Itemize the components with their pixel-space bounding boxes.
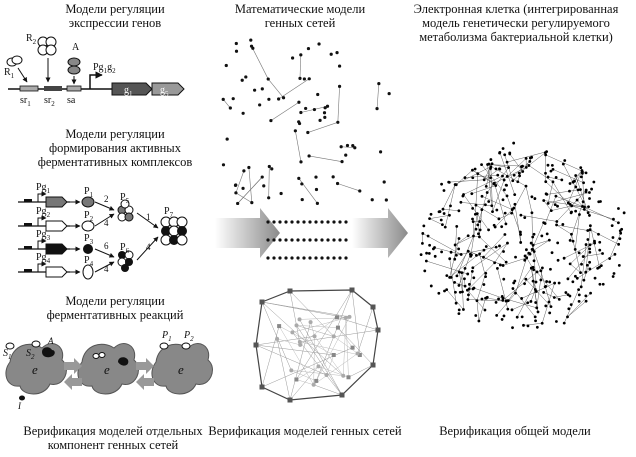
caption-line: формирования активных: [49, 141, 181, 155]
protein-p3: [83, 244, 93, 254]
enzyme-reaction-panel: [5, 340, 213, 401]
label-p6: P6: [120, 242, 130, 255]
enzyme-complex-panel: [18, 191, 188, 280]
label-p1: P1: [84, 186, 94, 199]
label-sa: sa: [67, 95, 76, 106]
label-sr2: sr2: [44, 95, 55, 108]
label-g5: g5: [160, 85, 169, 98]
caption-electronic-cell: Электронная клетка (интегрированная моде…: [400, 2, 632, 44]
stoich-label: 1: [146, 212, 151, 222]
label-enzyme: e: [178, 362, 184, 377]
label-activator: A: [47, 336, 54, 346]
caption-line: компонент генных сетей: [47, 438, 179, 452]
complex-p5-icon: [117, 199, 134, 222]
protein-p1: [81, 196, 95, 208]
label-inhibitor: I: [17, 401, 22, 411]
caption-line: ферментативных реакций: [46, 308, 184, 322]
electronic-cell-network: [419, 141, 626, 330]
protein-p2: [81, 220, 95, 232]
caption-line: Модели регуляции: [65, 127, 165, 141]
flow-arrow-left: [215, 208, 280, 258]
caption-line: метаболизма бактериальной клетки): [419, 30, 613, 44]
equilibrium-arrow: [64, 358, 82, 374]
label-pg2: Pg2: [36, 206, 51, 219]
flow-arrow-right: [352, 208, 408, 258]
label-r1: R1: [4, 67, 15, 80]
label-a: A: [72, 42, 80, 53]
label-enzyme: e: [104, 362, 110, 377]
caption-verify-networks: Верификация моделей генных сетей: [208, 424, 402, 438]
site-sr1: [19, 85, 39, 92]
label-s2: S2: [26, 348, 35, 361]
product-p1: [159, 342, 169, 350]
label-g1: g1: [124, 85, 133, 98]
protein-p4: [82, 264, 94, 280]
dotted-separators: [266, 220, 348, 260]
stoich-label: 6: [104, 241, 109, 251]
promoter-arrow-icon: [89, 71, 103, 89]
label-pg4: Pg4: [36, 252, 51, 265]
caption-line: генных сетей: [264, 16, 336, 30]
repressor-r2-icon: [37, 36, 57, 56]
stoich-label: 4: [104, 264, 109, 274]
equilibrium-arrow: [136, 374, 154, 390]
label-p3: P3: [84, 233, 94, 246]
operon-row-4: [18, 261, 70, 278]
caption-gene-expression: Модели регуляции экспрессии генов: [30, 2, 200, 30]
label-pg1g2: Pg1g2: [93, 62, 116, 75]
operon-row-1: [18, 191, 70, 208]
caption-line: Модели регуляции: [65, 2, 165, 16]
caption-reactions: Модели регуляции ферментативных реакций: [20, 294, 210, 322]
caption-line: модель генетически регулируемого: [422, 16, 610, 30]
label-sr1: sr1: [20, 95, 31, 108]
activator-molecule: [42, 347, 55, 358]
caption-math-models: Математические модели генных сетей: [215, 2, 385, 30]
equilibrium-arrow: [136, 358, 154, 374]
network-graph-bottom: [253, 287, 381, 403]
caption-line: ферментативных комплексов: [37, 155, 193, 169]
caption-line: экспрессии генов: [68, 16, 162, 30]
gene-g1: [111, 82, 153, 96]
label-p7: P7: [164, 206, 174, 219]
equilibrium-arrow: [64, 374, 82, 390]
caption-verify-components: Верификация моделей отдельных компонент …: [8, 424, 218, 452]
caption-verify-model: Верификация общей модели: [439, 424, 591, 438]
label-p2: P2: [84, 210, 94, 223]
gene-g5: [151, 82, 185, 96]
label-p2-product: P2: [183, 330, 194, 343]
repressor-r1-icon: [6, 55, 23, 67]
product-p2: [181, 342, 191, 350]
complex-p6-icon: [117, 250, 134, 272]
stoich-label: 2: [104, 194, 109, 204]
substrate-s1: [5, 342, 15, 350]
label-pg3: Pg3: [36, 229, 51, 242]
caption-line: Электронная клетка (интегрированная: [413, 2, 619, 16]
label-r2: R2: [26, 33, 37, 46]
substrate-s2: [31, 340, 41, 348]
complex-p7-icon: [160, 216, 188, 246]
label-p4: P4: [84, 255, 94, 268]
inhibitor-molecule: [19, 395, 25, 401]
site-sa: [66, 85, 82, 92]
site-sr2: [44, 86, 62, 91]
caption-line: Верификация моделей отдельных: [23, 424, 203, 438]
stoich-label: 4: [104, 218, 109, 228]
label-p5: P5: [120, 192, 130, 205]
label-s1: S1: [3, 348, 12, 361]
gene-expression-panel: [6, 36, 185, 96]
network-graph-top: [221, 38, 391, 206]
activator-a-icon: [67, 57, 81, 75]
stoich-label: 4: [146, 242, 151, 252]
caption-line: Модели регуляции: [65, 294, 165, 308]
caption-line: Математические модели: [234, 2, 366, 16]
operon-row-2: [18, 215, 70, 232]
label-p1-product: P1: [161, 330, 172, 343]
label-pg1: Pg1: [36, 182, 51, 195]
caption-complexes: Модели регуляции формирования активных ф…: [10, 127, 220, 169]
label-enzyme: e: [32, 362, 38, 377]
operon-row-3: [18, 238, 70, 255]
